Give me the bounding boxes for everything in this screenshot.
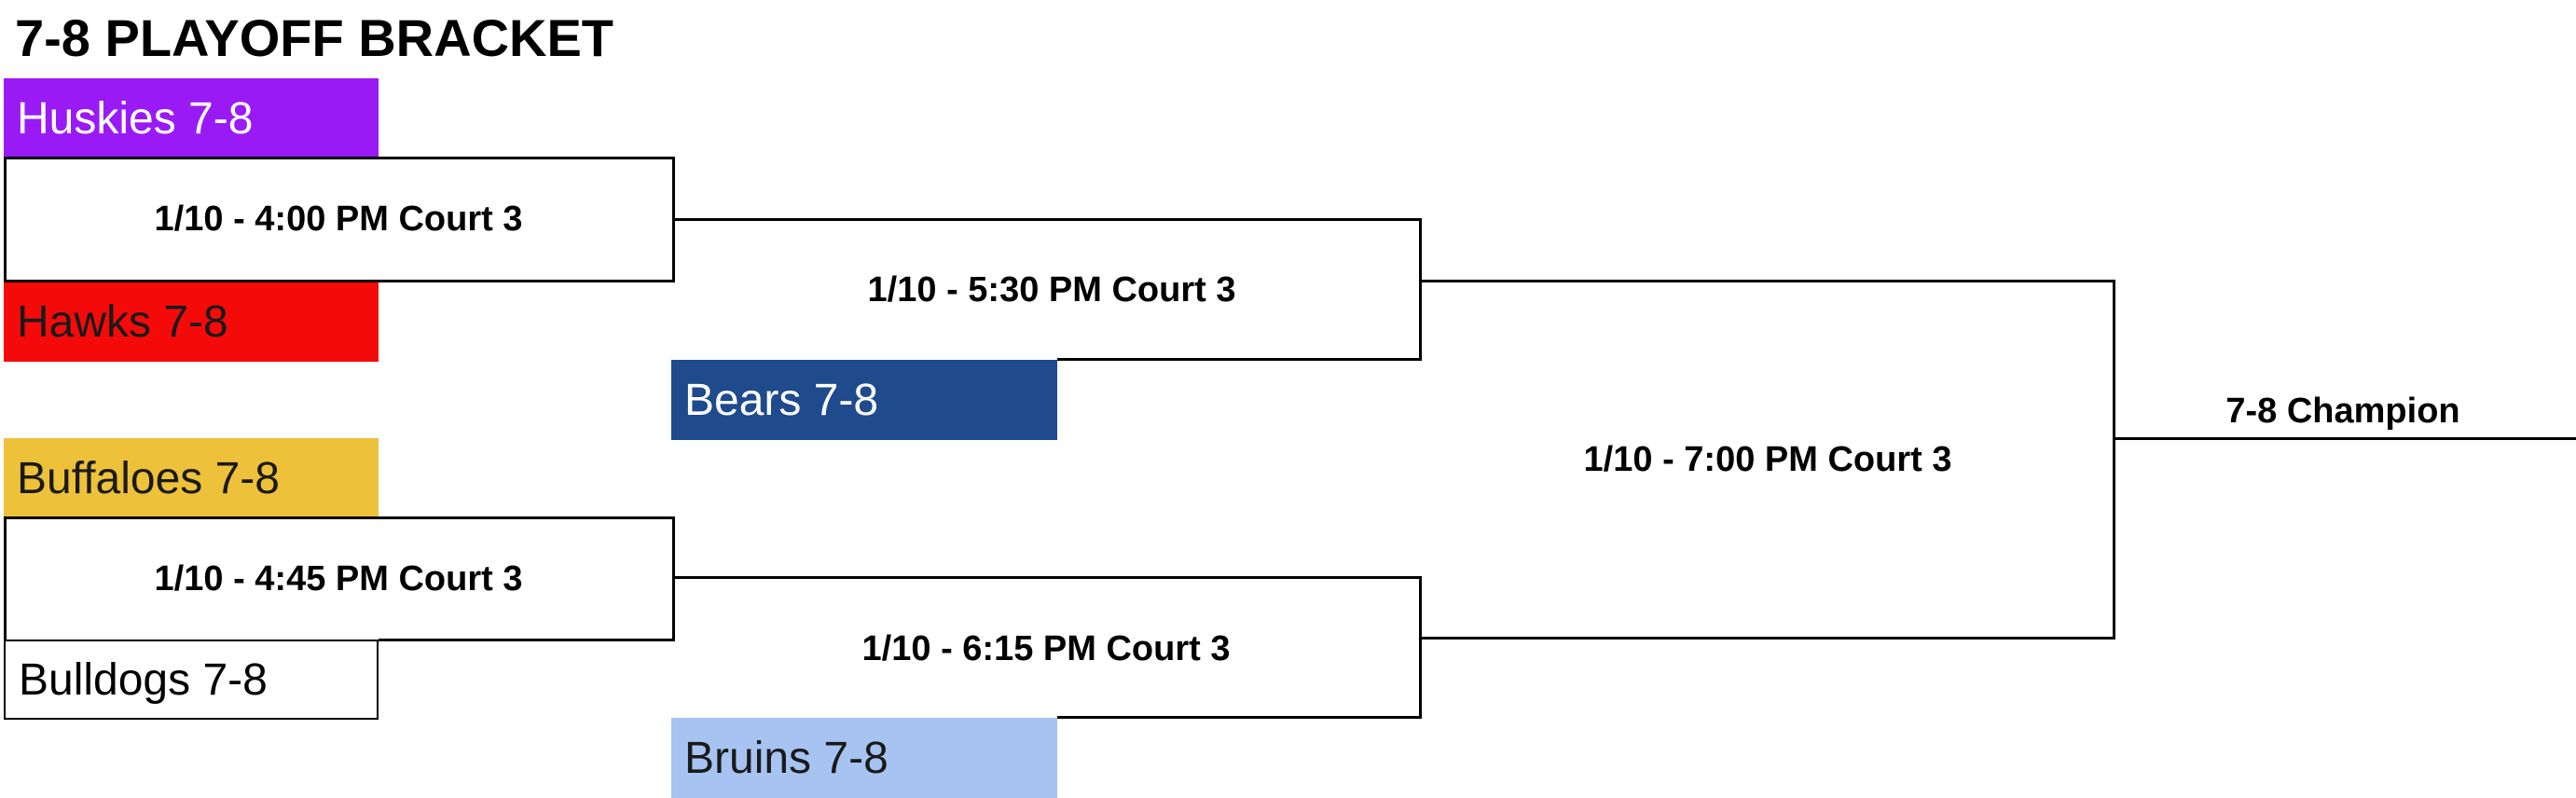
bracket-line [379, 639, 675, 641]
bracket-line [4, 157, 675, 159]
bracket-line [1419, 576, 1422, 718]
bracket-line [672, 516, 675, 641]
game-label-final: 1/10 - 7:00 PM Court 3 [1583, 440, 1952, 479]
game-label-round1-top: 1/10 - 4:00 PM Court 3 [154, 200, 523, 239]
champion-line [2113, 437, 2576, 440]
page-title: 7-8 PLAYOFF BRACKET [15, 8, 614, 67]
team-hawks: Hawks 7-8 [4, 282, 379, 362]
bracket-line [1419, 637, 2115, 640]
team-huskies: Huskies 7-8 [4, 78, 379, 158]
game-label-semi-top: 1/10 - 5:30 PM Court 3 [867, 270, 1236, 310]
bracket-line [4, 280, 675, 282]
bracket-line [1419, 280, 2115, 282]
team-bruins: Bruins 7-8 [671, 718, 1057, 798]
team-bulldogs: Bulldogs 7-8 [4, 640, 379, 720]
bracket-line [672, 576, 1422, 579]
champion-label: 7-8 Champion [2225, 392, 2460, 431]
bracket-line [672, 218, 1422, 221]
game-label-semi-bottom: 1/10 - 6:15 PM Court 3 [861, 629, 1231, 668]
team-bears: Bears 7-8 [671, 360, 1057, 440]
bracket-line [4, 516, 7, 641]
bracket-line [4, 516, 675, 519]
game-label-round1-bottom: 1/10 - 4:45 PM Court 3 [154, 559, 523, 598]
bracket-line [2113, 280, 2115, 640]
bracket-line [1419, 218, 1422, 360]
bracket-line [4, 157, 7, 282]
bracket-line [1057, 716, 1422, 719]
team-buffaloes: Buffaloes 7-8 [4, 438, 379, 518]
bracket-line [1057, 358, 1422, 361]
